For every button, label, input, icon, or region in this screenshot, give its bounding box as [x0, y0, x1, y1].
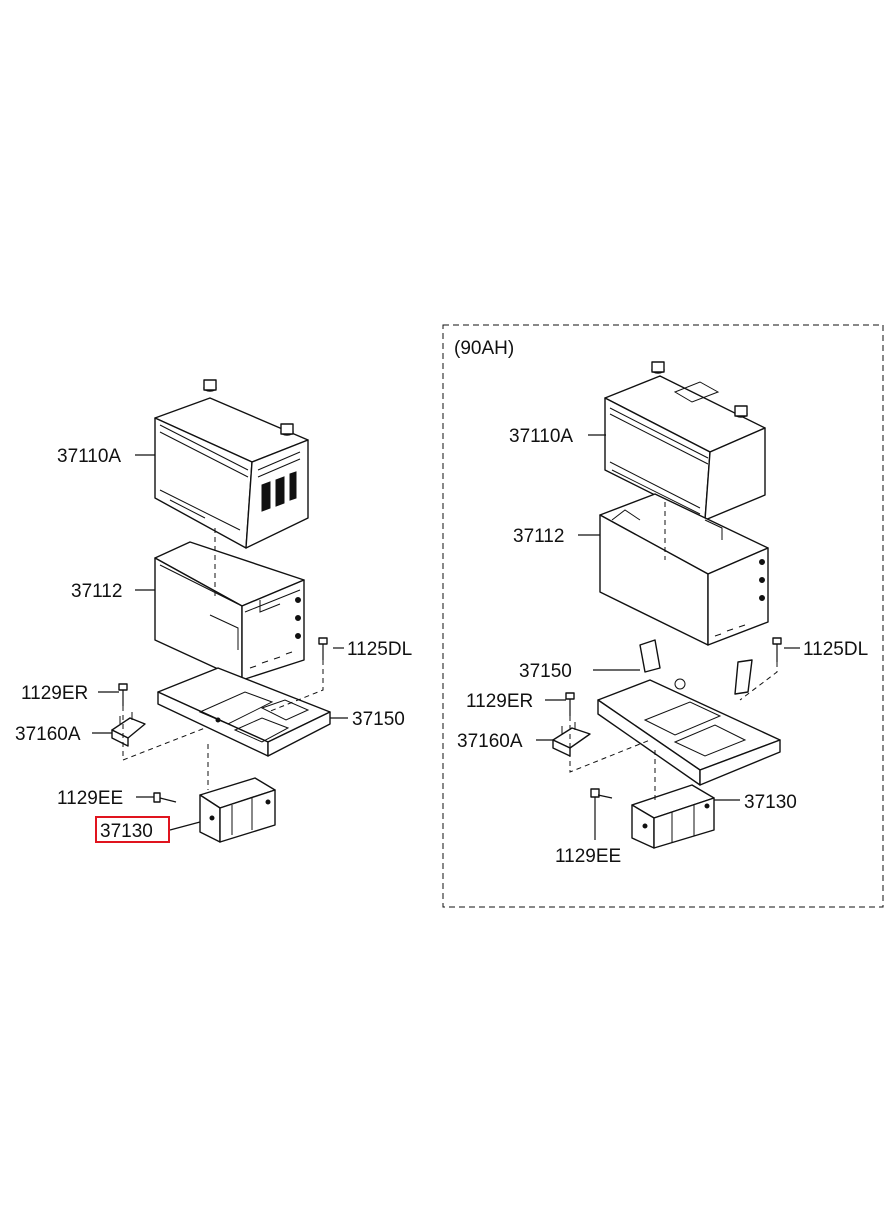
left-label-bracket[interactable]: 37130 [100, 821, 153, 842]
right-bolt-1129ee [590, 788, 613, 799]
right-assembly: (90AH) [442, 324, 884, 908]
left-battery [154, 379, 309, 549]
left-battery-case [154, 541, 305, 681]
right-label-bolt-clamp: 1129ER [466, 691, 533, 712]
right-clamp [552, 722, 591, 757]
left-label-bolt-clamp: 1129ER [21, 683, 88, 704]
right-label-bolt-bracket: 1129EE [555, 846, 621, 867]
left-label-battery: 37110A [57, 446, 121, 467]
left-bracket [199, 777, 276, 843]
left-label-bolt-tray: 1125DL [347, 639, 412, 660]
left-label-bolt-bracket: 1129EE [57, 788, 123, 809]
right-label-battery-case: 37112 [513, 526, 564, 547]
left-label-tray: 37150 [352, 709, 405, 730]
left-assembly: 37110A 37112 1125DL 1129ER 37150 37160A … [15, 379, 412, 843]
left-bolt-1129ee [153, 792, 177, 803]
left-label-battery-case: 37112 [71, 581, 122, 602]
right-label-tray: 37150 [519, 661, 572, 682]
right-bolt-1125dl [772, 637, 782, 662]
highlight-box[interactable] [95, 816, 170, 843]
right-bolt-1129er [565, 692, 575, 716]
variant-label: (90AH) [454, 338, 514, 359]
right-battery [604, 361, 766, 521]
right-tray [597, 639, 781, 786]
right-bracket [631, 784, 715, 849]
right-label-battery: 37110A [509, 426, 573, 447]
right-battery-case [599, 493, 769, 646]
left-tray [157, 667, 331, 757]
right-label-bolt-tray: 1125DL [803, 639, 868, 660]
left-bolt-1125dl [318, 637, 328, 660]
left-label-clamp: 37160A [15, 724, 81, 745]
variant-frame [442, 324, 884, 908]
left-bolt-1129er [118, 683, 128, 706]
right-label-clamp: 37160A [457, 731, 523, 752]
left-clamp [111, 712, 146, 747]
right-label-bracket: 37130 [744, 792, 797, 813]
